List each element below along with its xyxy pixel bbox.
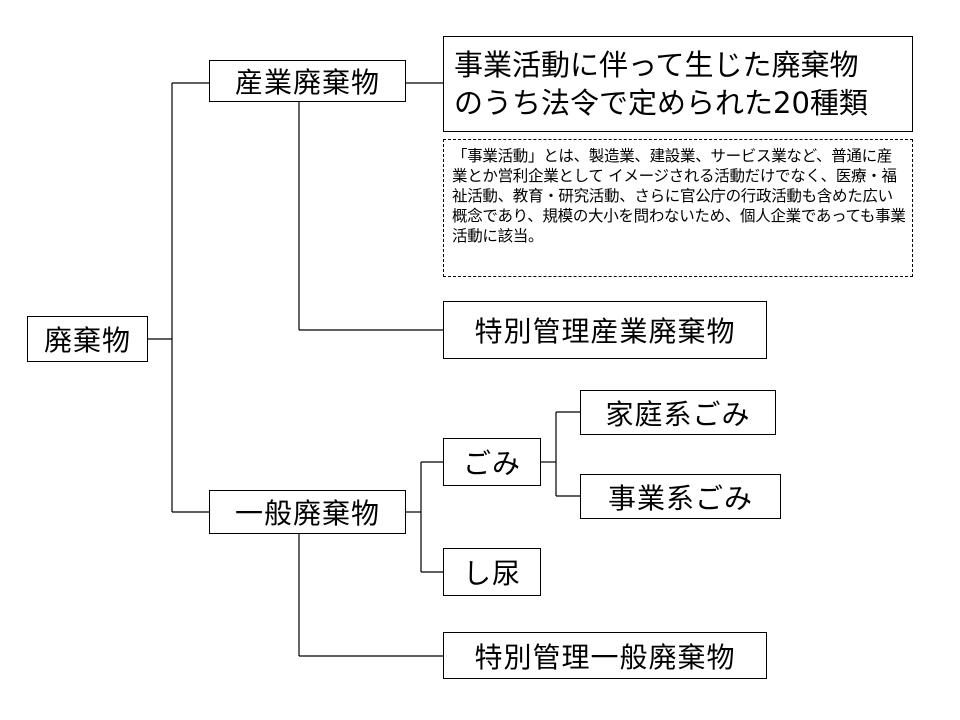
node-ippan-haikibutsu: 一般廃棄物 bbox=[209, 490, 406, 534]
node-sangyo-definition: 事業活動に伴って生じた廃棄物 のうち法令で定められた20種類 bbox=[443, 36, 913, 132]
node-tokubetsu-ippan: 特別管理一般廃棄物 bbox=[443, 632, 767, 679]
node-shinyo: し尿 bbox=[443, 548, 541, 596]
node-tokubetsu-sangyo: 特別管理産業廃棄物 bbox=[443, 301, 767, 359]
node-haikibutsu: 廃棄物 bbox=[27, 316, 148, 362]
node-jigyo-gomi: 事業系ごみ bbox=[580, 474, 781, 519]
jigyo-katsudo-note: 「事業活動」とは、製造業、建設業、サービス業など、普通に産業とか営利企業として … bbox=[443, 139, 913, 277]
node-gomi: ごみ bbox=[443, 438, 541, 486]
node-katei-gomi: 家庭系ごみ bbox=[580, 390, 776, 435]
sangyo-definition-line2: のうち法令で定められた20種類 bbox=[454, 86, 868, 120]
node-sangyo-haikibutsu: 産業廃棄物 bbox=[209, 60, 406, 102]
sangyo-definition-line1: 事業活動に伴って生じた廃棄物 bbox=[454, 48, 859, 82]
